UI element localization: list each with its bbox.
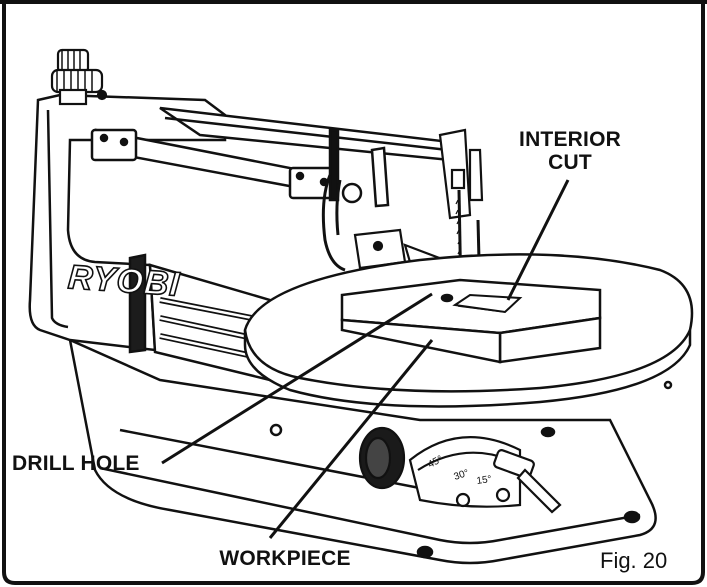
label-interior-cut: INTERIOR CUT [500,128,640,174]
tension-knob [50,48,108,106]
workpiece-block [340,278,602,364]
leader-workpiece [268,339,434,539]
brand-mark: RYOBI [66,257,182,304]
label-drill-hole: DRILL HOLE [12,452,140,475]
leader-lines [161,179,570,539]
figure-number: Fig. 20 [600,548,668,573]
scale-mark-30: 30° [453,468,471,483]
leader-interior-cut [506,179,570,301]
saw-body [28,93,272,382]
upper-arm [90,106,460,208]
leader-drill-hole [161,292,433,465]
label-workpiece: WORKPIECE [219,547,351,570]
label-interior-cut-text: INTERIOR CUT [519,128,621,174]
scale-mark-15: 15° [476,474,493,487]
bevel-scale [358,426,562,514]
